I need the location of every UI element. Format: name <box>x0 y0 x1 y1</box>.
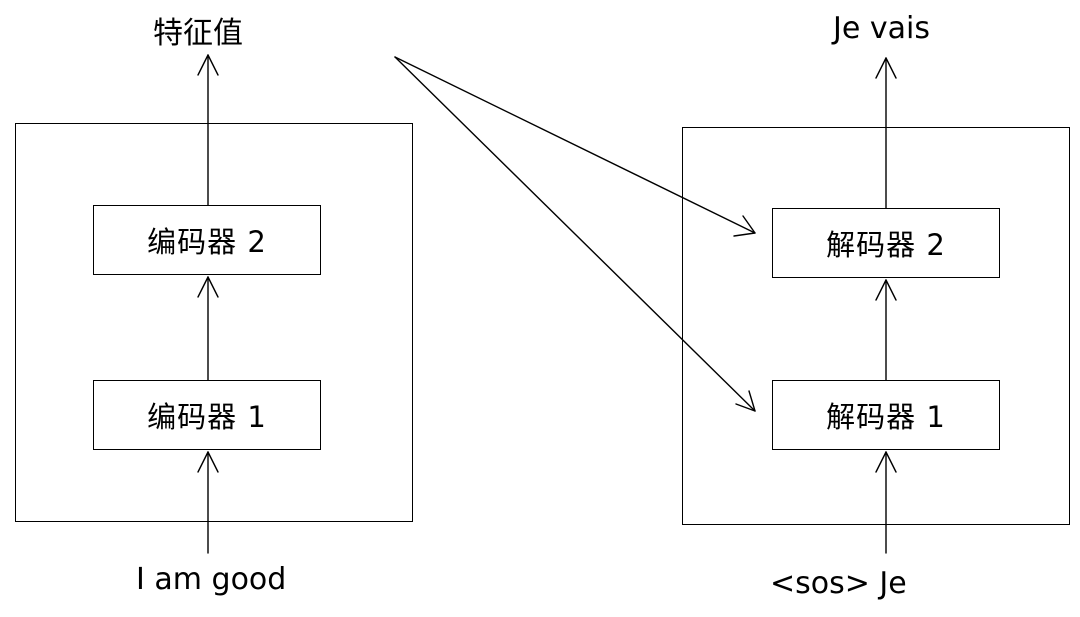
decoder-block-2-label: 解码器 2 <box>826 228 946 262</box>
encoder-block-1: 编码器 1 <box>93 380 321 450</box>
encoder-output-arrowhead <box>197 54 219 76</box>
encoder-output-label: 特征值 <box>153 16 243 51</box>
decoder-input-label: <sos> Je <box>770 566 907 601</box>
decoder-block-2: 解码器 2 <box>772 208 1000 278</box>
decoder-output-arrowhead <box>875 57 897 79</box>
encoder-stack-frame <box>15 123 413 522</box>
decoder-block-1: 解码器 1 <box>772 380 1000 450</box>
encoder-block-1-label: 编码器 1 <box>147 400 267 434</box>
encoder-input-label: I am good <box>136 562 287 597</box>
encoder-block-2: 编码器 2 <box>93 205 321 275</box>
decoder-block-1-label: 解码器 1 <box>826 400 946 434</box>
decoder-output-label: Je vais <box>833 11 930 46</box>
encoder-block-2-label: 编码器 2 <box>147 225 267 259</box>
decoder-stack-frame <box>682 127 1070 525</box>
